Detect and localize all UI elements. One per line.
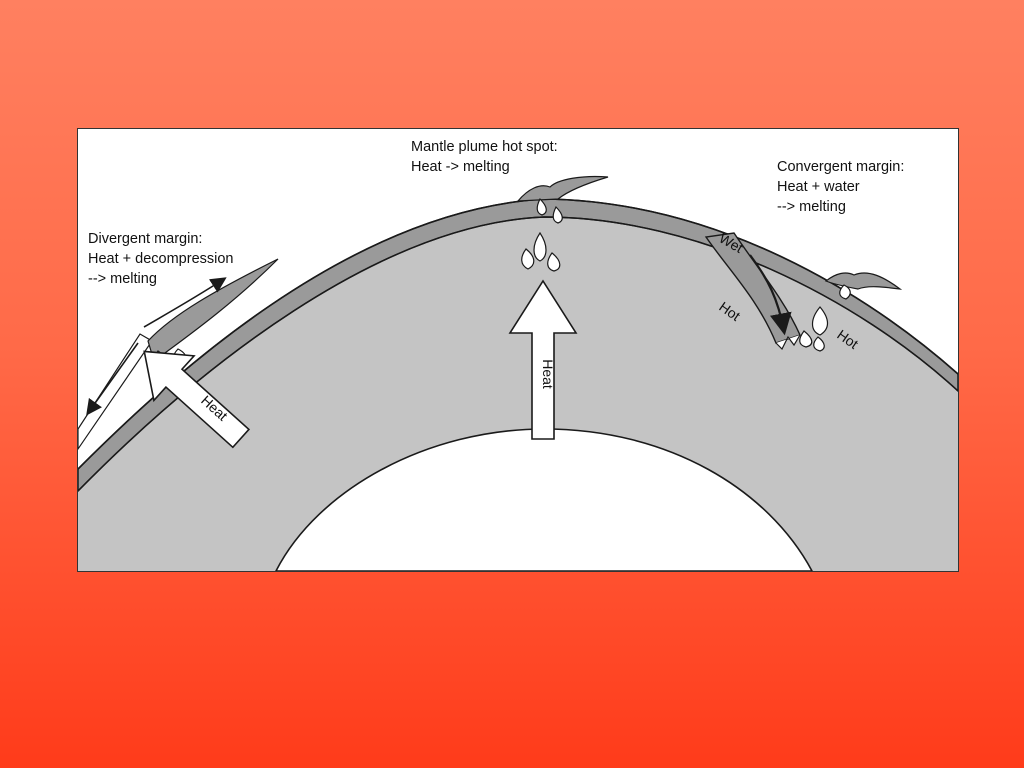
convergent-caption-line2: Heat + water — [777, 179, 860, 195]
mantle-region — [78, 211, 958, 571]
convergent-caption-line1: Convergent margin: — [777, 159, 905, 175]
mantle-plume-caption: Mantle plume hot spot: Heat -> melting — [411, 137, 558, 177]
divergent-caption-line2: Heat + decompression — [88, 251, 234, 267]
lithosphere-base — [78, 216, 958, 492]
spreading-arrow-right — [143, 277, 227, 328]
divergent-caption-line3: --> melting — [88, 271, 157, 287]
wet-slab-arrow — [749, 254, 792, 336]
hotspot-volcano — [516, 175, 609, 202]
convergent-caption-line3: --> melting — [777, 199, 846, 215]
divergent-ridge-wedge — [147, 258, 279, 362]
center-heat-arrow: Heat — [508, 279, 578, 440]
plume-caption-line1: Mantle plume hot spot: — [411, 139, 558, 155]
divergent-caption-line1: Divergent margin: — [88, 231, 203, 247]
divergent-margin-caption: Divergent margin: Heat + decompression -… — [88, 229, 233, 289]
subduction-notch — [775, 334, 801, 351]
plume-melt-droplets — [521, 197, 563, 272]
convergent-melt-droplets — [799, 284, 851, 352]
left-heat-arrow: Heat — [143, 350, 251, 449]
magma-generation-diagram: Heat Heat Wet — [77, 128, 959, 572]
diagram-canvas: Heat Heat Wet — [78, 175, 958, 571]
center-heat-text: Heat — [540, 359, 556, 389]
spreading-arrow-left — [86, 342, 139, 416]
plume-caption-line2: Heat -> melting — [411, 159, 510, 175]
convergent-margin-caption: Convergent margin: Heat + water --> melt… — [777, 157, 904, 217]
